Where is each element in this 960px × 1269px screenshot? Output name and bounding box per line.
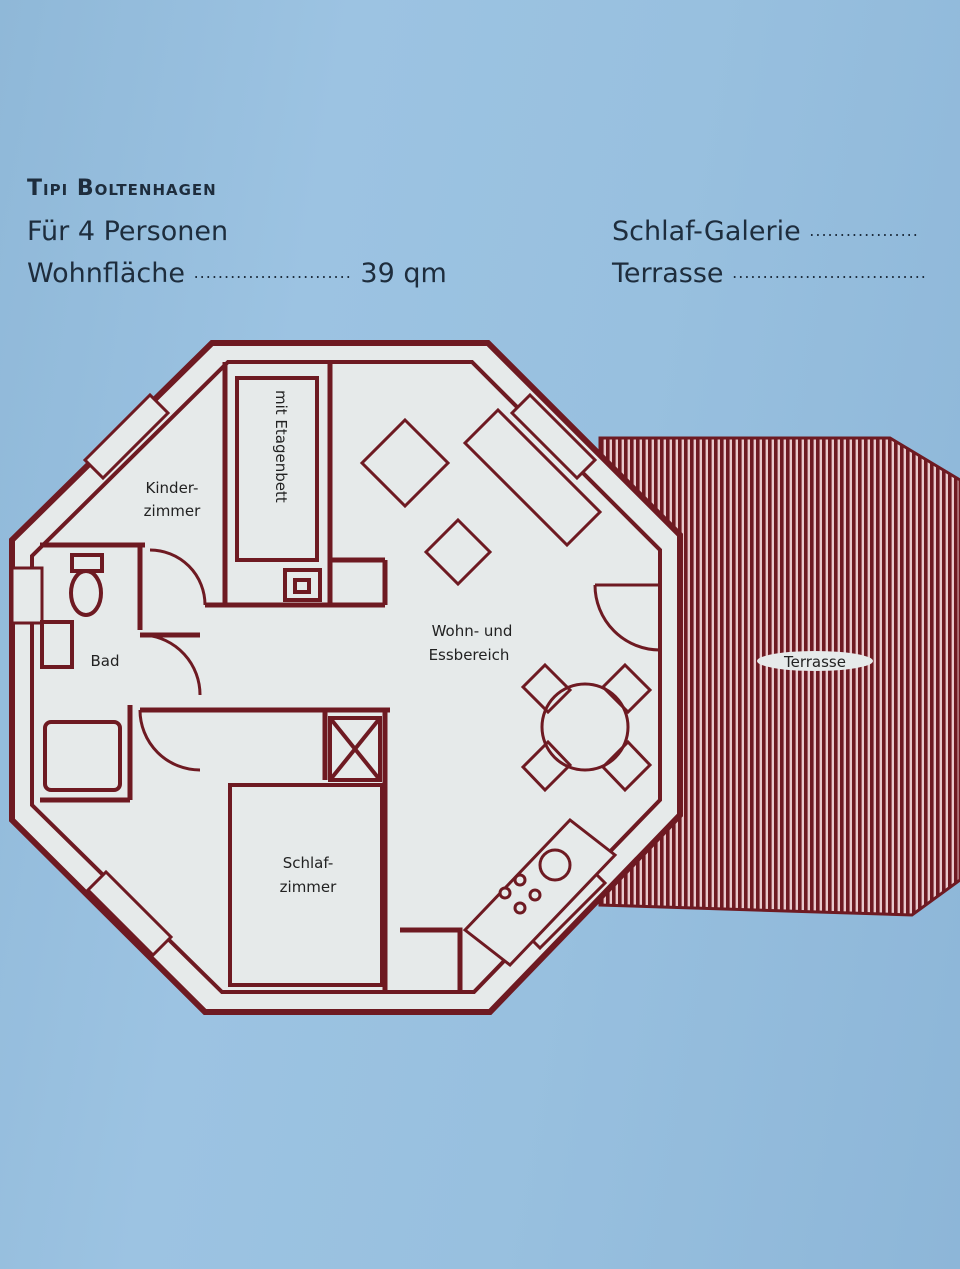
window xyxy=(10,566,44,625)
toilet-tank-icon xyxy=(70,553,104,573)
terrace-label: Terrasse xyxy=(783,653,846,671)
window xyxy=(82,392,171,481)
gallery-label: Schlaf-Galerie xyxy=(612,216,801,247)
terrace-row: Terrasse ...............................… xyxy=(612,258,927,289)
stove-burner-icon xyxy=(513,873,527,887)
toilet-icon xyxy=(69,569,103,617)
stove-burner-icon xyxy=(513,901,527,915)
terrace: Terrasse xyxy=(598,436,960,917)
kitchenette xyxy=(462,817,618,968)
bedroom-furniture xyxy=(228,716,384,987)
living-area-row: Wohnfläche .......................... 39… xyxy=(27,258,447,289)
stove-burner-icon xyxy=(528,888,542,902)
sofa-icon xyxy=(462,407,603,548)
dining-table-icon xyxy=(540,682,630,772)
leader-dots: ................................ xyxy=(732,263,927,282)
window xyxy=(509,392,598,481)
sink-basin-icon xyxy=(538,848,572,882)
bath-label: Bad xyxy=(90,652,119,670)
coffee-table-icon xyxy=(423,517,493,587)
kids-room-label-1: Kinder- xyxy=(146,479,199,497)
chair-icon xyxy=(520,662,573,715)
capacity-text: Für 4 Personen xyxy=(27,216,229,247)
interior-walls xyxy=(40,362,463,992)
bath-fixtures xyxy=(40,553,122,792)
sink-icon xyxy=(40,620,74,669)
bedroom-label-2: zimmer xyxy=(280,878,337,896)
bedroom-label-1: Schlaf- xyxy=(283,854,334,872)
gallery-row: Schlaf-Galerie .................. xyxy=(612,216,919,247)
window xyxy=(85,869,174,958)
chair-icon xyxy=(600,662,653,715)
living-label-2: Essbereich xyxy=(429,646,510,664)
leader-dots: .................. xyxy=(809,221,919,240)
armchair-icon xyxy=(359,417,451,509)
bunk-bed xyxy=(235,376,322,602)
kids-room-label-2: zimmer xyxy=(144,502,201,520)
leader-dots: .......................... xyxy=(193,263,352,282)
bathtub-icon xyxy=(43,720,122,792)
living-area-value: 39 qm xyxy=(360,258,447,289)
terrace-label-bg xyxy=(757,651,873,671)
double-bed-icon xyxy=(228,783,384,987)
living-label-1: Wohn- und xyxy=(432,622,513,640)
bunk-bed-label: mit Etagenbett xyxy=(272,390,290,503)
page-title: Tipi Boltenhagen xyxy=(27,176,217,201)
terrace-label: Terrasse xyxy=(612,258,724,289)
living-furniture xyxy=(359,407,653,793)
chair-icon xyxy=(600,739,653,793)
living-area-label: Wohnfläche xyxy=(27,258,185,289)
chair-icon xyxy=(520,739,573,793)
stove-burner-icon xyxy=(498,886,512,900)
doors xyxy=(138,548,661,772)
